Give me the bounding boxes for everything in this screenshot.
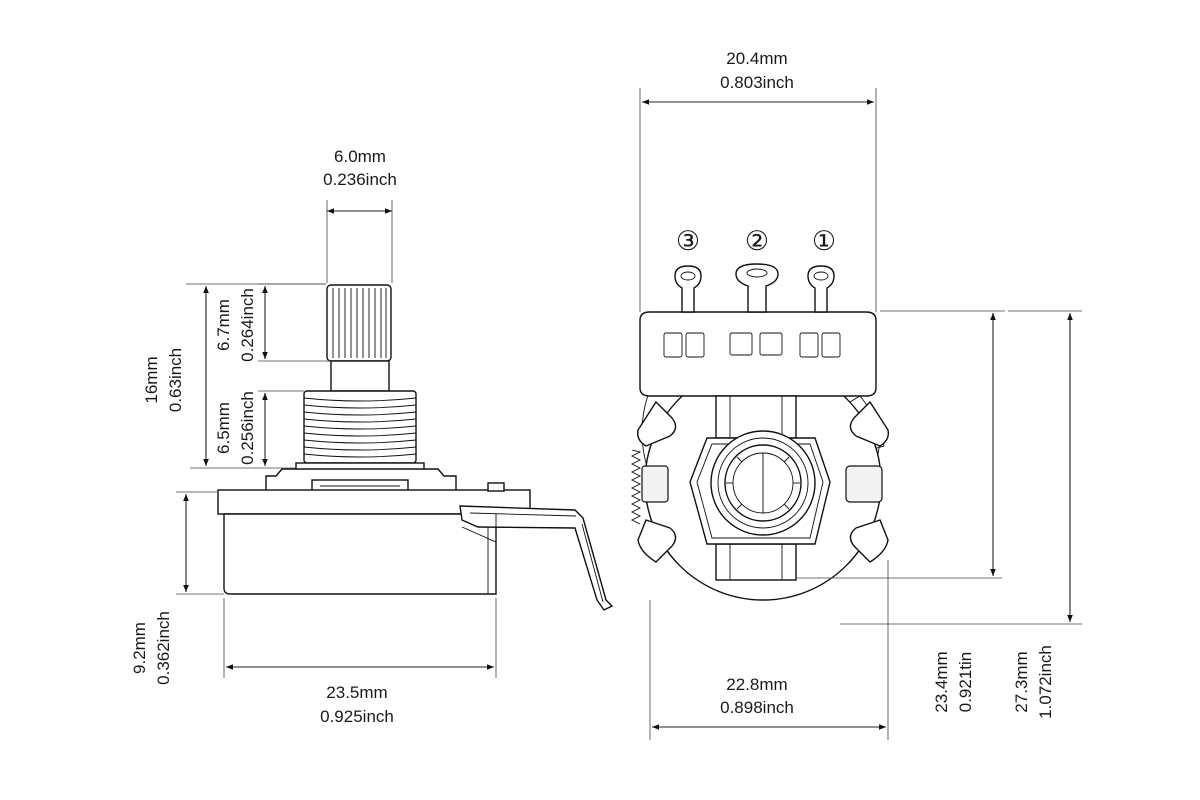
body-diameter-mm: 22.8mm [726,675,787,694]
pin-1-label: ① [812,226,836,257]
shaft-width-inch: 0.236inch [323,170,397,189]
front-dimension-lines [642,99,1073,730]
height-a-mm: 23.4mm [932,651,951,712]
lug-span-inch: 0.803inch [720,73,794,92]
thread-length-inch: 0.256inch [238,391,257,465]
lug-span-mm: 20.4mm [726,49,787,68]
knurl-length-mm: 6.7mm [214,299,233,351]
case-body [223,513,497,595]
mounting-plate [217,462,531,515]
terminal-lugs [674,263,835,313]
body-width-inch: 0.925inch [320,707,394,726]
side-view: 6.0mm 0.236inch 16mm 0.63inch 6.7mm 0.26… [130,147,614,726]
body-height-mm: 9.2mm [130,622,149,674]
thread-length-mm: 6.5mm [214,402,233,454]
threaded-bushing [303,390,417,464]
height-a-inch: 0.921tin [956,652,975,713]
height-b-mm: 27.3mm [1012,651,1031,712]
body-diameter-inch: 0.898inch [720,698,794,717]
lug-housing [639,311,877,397]
side-dimension-lines [183,208,494,670]
front-extension-lines [639,88,1082,740]
shaft-knurl [326,284,392,362]
body-height-inch: 0.362inch [154,611,173,685]
front-view: ③ ② ① 20.4mm 0.803inch 22.8mm 0.898inch … [630,49,1082,740]
total-height-mm: 16mm [142,356,161,403]
knurl-length-inch: 0.264inch [238,288,257,362]
pin-3-label: ③ [676,226,700,257]
height-b-inch: 1.072inch [1036,645,1055,719]
shaft-neck [330,360,390,392]
shaft-end [710,430,816,536]
body-width-mm: 23.5mm [326,683,387,702]
terminal-lug [459,505,614,611]
total-height-inch: 0.63inch [166,348,185,412]
pin-2-label: ② [745,226,769,257]
side-extension-lines [176,200,497,678]
shaft-width-mm: 6.0mm [334,147,386,166]
